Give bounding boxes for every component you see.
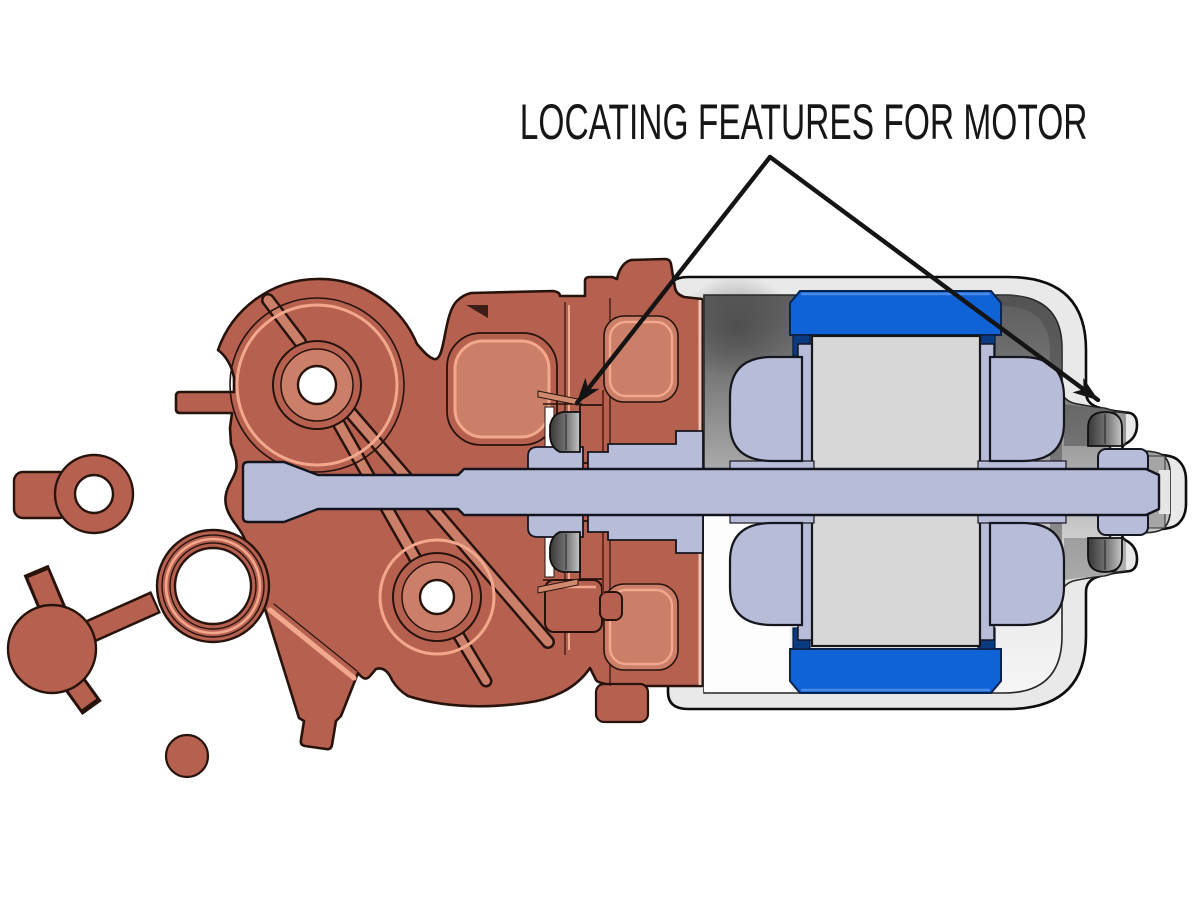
winding-bottom-left — [728, 521, 804, 627]
winding-bottom-right — [988, 521, 1066, 627]
mounting-stud-tip — [599, 591, 623, 621]
output-tube — [155, 528, 271, 644]
leader-arrow-front — [574, 154, 773, 406]
idler-boss-top — [229, 297, 405, 473]
flange-foot — [594, 682, 650, 724]
interior-right-wall-shadow — [998, 294, 1062, 604]
annotation-leaders — [574, 154, 1101, 406]
motor-shaft — [241, 460, 1161, 524]
leader-arrow-rear — [767, 154, 1101, 403]
idler-bore-bottom — [418, 578, 456, 616]
commutator — [527, 430, 704, 554]
annotation-label: LOCATING FEATURES FOR MOTOR — [519, 94, 1088, 150]
output-tube-bore — [173, 546, 253, 626]
interior-corner-shadow — [679, 275, 795, 379]
rear-bearing — [1087, 411, 1123, 573]
lever-hub — [6, 603, 98, 695]
idler-boss-bottom — [378, 538, 496, 656]
front-bearing — [549, 411, 581, 573]
idler-bore-top — [296, 364, 338, 406]
keyhole-hole — [73, 473, 115, 515]
winding-top-right — [988, 355, 1066, 463]
nose-inner-wall — [1159, 470, 1170, 514]
winding-top-left — [728, 355, 804, 463]
pivot-pin — [164, 733, 210, 779]
keyhole-tab — [12, 453, 135, 535]
motor-internals — [241, 290, 1161, 694]
mount-lever-assembly — [6, 564, 161, 716]
flange-details — [446, 298, 702, 686]
